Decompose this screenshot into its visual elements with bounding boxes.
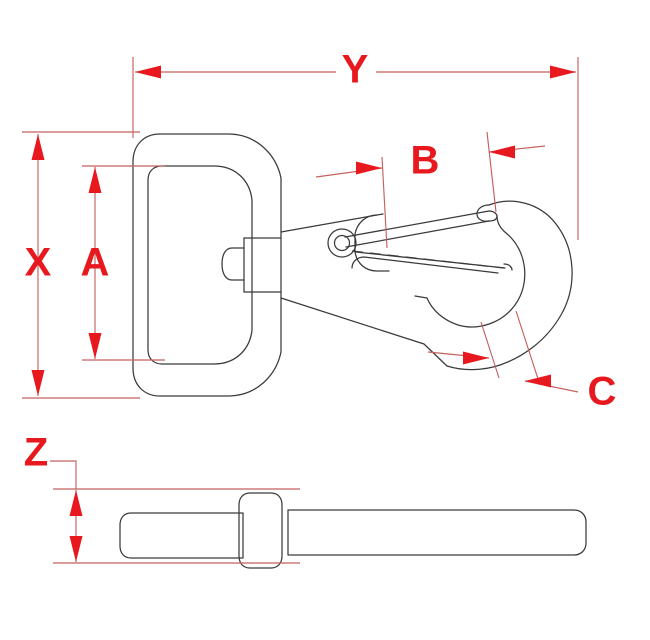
dimension-Y: Y <box>132 48 579 240</box>
gate-spring-hidden-line <box>351 250 505 269</box>
dimension-C-label: C <box>588 370 617 414</box>
dimension-X-label: X <box>25 241 52 285</box>
hook-nose-lower-edge <box>423 343 448 367</box>
dimension-B-ext-left <box>381 156 388 249</box>
dimension-C: C <box>427 310 617 414</box>
side-view-collar <box>238 492 283 569</box>
hook-shank-upper-edge <box>280 213 384 233</box>
hook-body-outer-curve <box>446 200 573 371</box>
gate-pivot-lug <box>354 214 390 272</box>
hook-throat-lower-edge <box>414 295 428 299</box>
hook-body-inner-curve <box>426 215 526 328</box>
dimension-A: A <box>81 165 165 361</box>
swivel-eye-inner-opening <box>147 165 253 365</box>
swivel-collar-boss <box>221 247 245 281</box>
dimension-Z: Z <box>24 431 300 564</box>
dimension-Y-label: Y <box>342 48 369 92</box>
swivel-eye-outer-outline <box>132 133 282 397</box>
side-view-hook-bar <box>287 509 587 556</box>
gate-pivot-rivet-outer <box>327 228 357 258</box>
dimension-C-ext-left <box>480 321 500 379</box>
gate-wire-lower-edge <box>345 220 490 248</box>
dimension-Z-leader <box>50 460 77 489</box>
gate-bail-lower-edge <box>351 256 499 274</box>
hook-shank-lower-edge <box>280 297 425 345</box>
dimension-X: X <box>22 131 140 399</box>
front-view-part <box>132 133 573 397</box>
dimension-B-label: B <box>411 139 440 183</box>
gate-bail-seat <box>503 263 513 271</box>
dimension-C-ext-right <box>515 310 541 386</box>
side-view-part <box>119 492 587 569</box>
dimension-B-ext-right <box>486 131 497 213</box>
dimension-Z-label: Z <box>24 431 48 475</box>
gate-wire-upper-edge <box>344 210 490 238</box>
dimension-A-label: A <box>81 241 110 285</box>
side-view-eye-bar <box>119 512 244 559</box>
dimension-B: B <box>315 131 546 249</box>
hook-tip-notch <box>476 204 490 222</box>
gate-pivot-rivet-inner <box>333 234 351 252</box>
